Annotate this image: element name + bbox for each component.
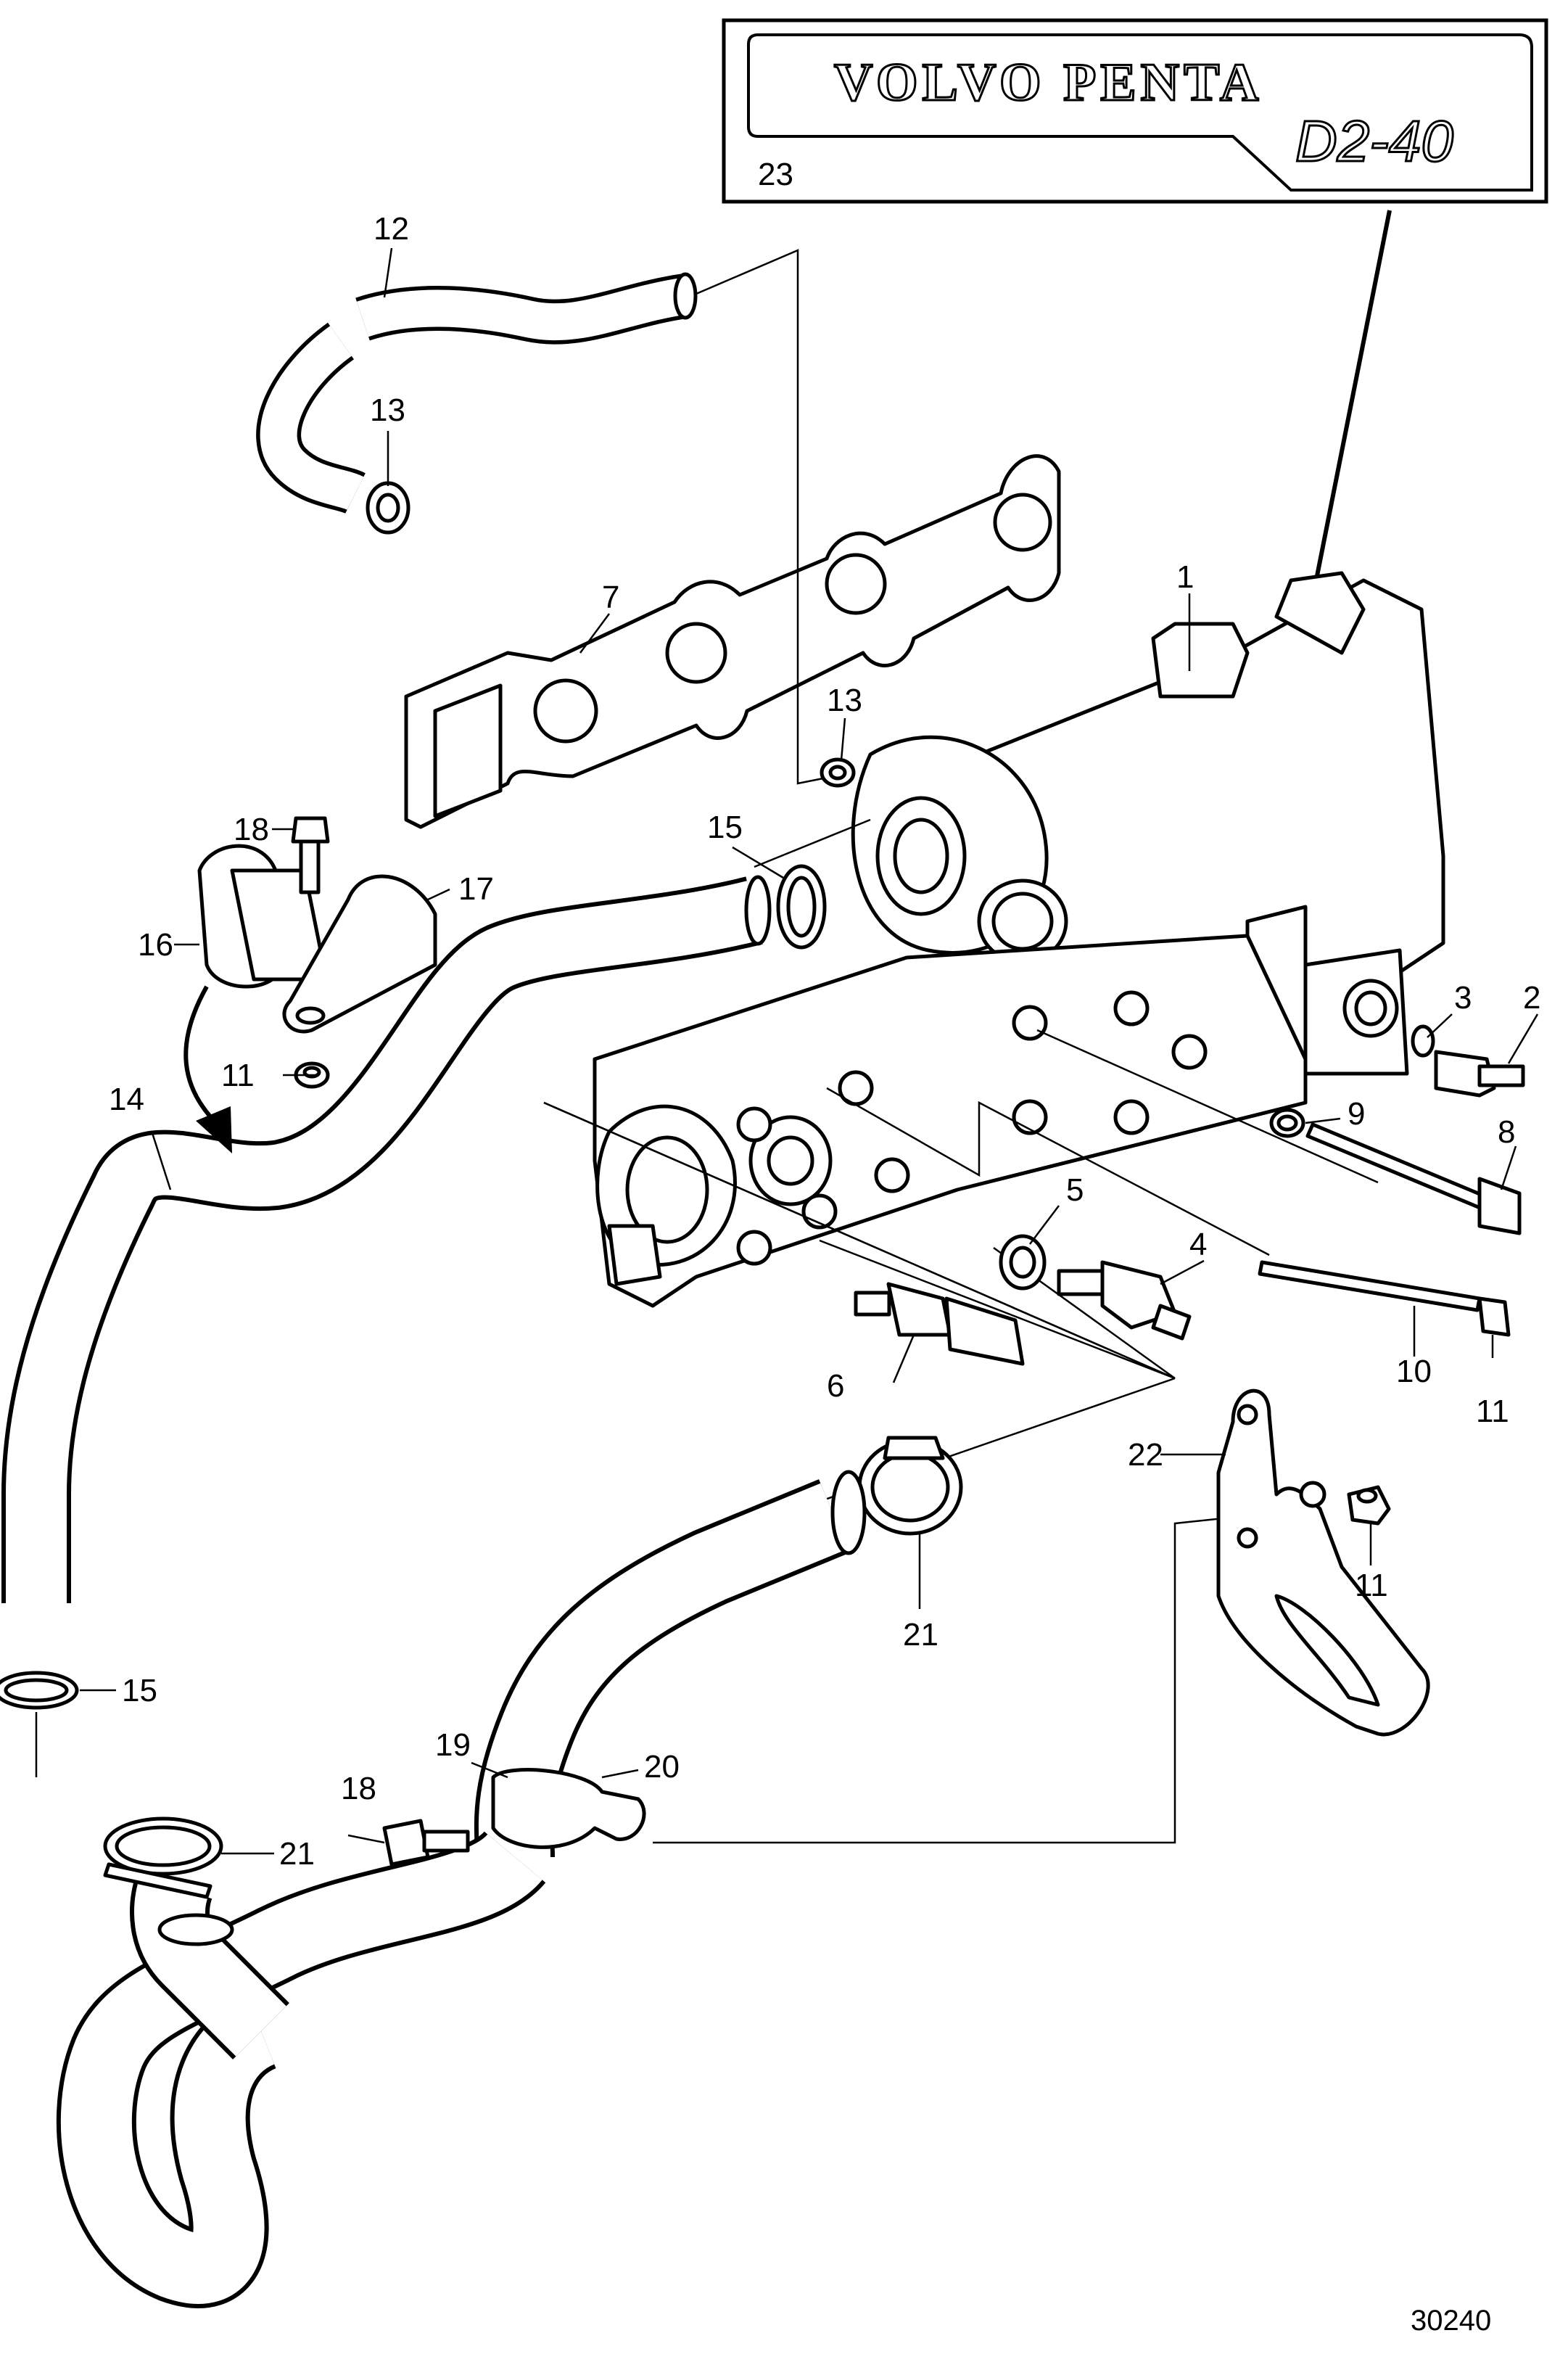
- callout-11-bracket: 11: [1355, 1568, 1388, 1603]
- clamp-15-lower: [0, 1671, 79, 1777]
- callout-16: 16: [138, 927, 173, 963]
- callout-21-upper: 21: [903, 1617, 938, 1653]
- clamp-13-upper: [366, 481, 410, 535]
- gasket-7: [404, 454, 1061, 829]
- callout-9: 9: [1348, 1096, 1365, 1132]
- leader-lines: [543, 249, 1389, 1844]
- callout-18-upper: 18: [234, 812, 269, 847]
- washer-3: [1411, 1024, 1435, 1058]
- hose-14: [1, 875, 772, 1603]
- callout-12: 12: [374, 211, 409, 247]
- callout-7: 7: [602, 580, 619, 615]
- stud-10: [1258, 1260, 1482, 1312]
- sensor-2: [1434, 1050, 1525, 1098]
- bolt-8: [1305, 1122, 1522, 1235]
- nameplate-model: D2-40: [1295, 109, 1453, 173]
- nut-11-right: [1477, 1296, 1511, 1337]
- washer-5: [999, 1234, 1047, 1291]
- bracket-22: [1216, 1388, 1430, 1737]
- callout-15-upper: 15: [707, 810, 743, 845]
- clamp-19: [491, 1768, 646, 1849]
- pipe-20: [56, 1470, 867, 2308]
- callout-5: 5: [1066, 1172, 1084, 1208]
- callout-22: 22: [1128, 1437, 1163, 1473]
- nameplate-frame: [722, 18, 1548, 204]
- callout-1: 1: [1176, 559, 1194, 595]
- clamp-21-upper: [857, 1436, 963, 1536]
- bracket-16-17: [197, 844, 437, 1034]
- callout-19: 19: [435, 1727, 471, 1763]
- callout-3: 3: [1454, 980, 1472, 1016]
- bolt-18-lower: [382, 1819, 470, 1867]
- callout-13-lower: 13: [827, 683, 862, 718]
- clamp-21-lower: [103, 1816, 234, 1946]
- curved-arrow: [183, 985, 232, 1153]
- lower-housing: [593, 934, 1308, 1308]
- callout-8: 8: [1498, 1114, 1515, 1150]
- callout-6: 6: [827, 1368, 844, 1404]
- washer-9: [1269, 1108, 1305, 1138]
- callout-18-lower: 18: [341, 1771, 376, 1806]
- callout-11-right: 11: [1476, 1394, 1509, 1429]
- exhaust-manifold: [851, 571, 1445, 1083]
- callout-11-left: 11: [221, 1058, 255, 1093]
- hose-12: [256, 272, 698, 514]
- callout-23: 23: [758, 157, 793, 192]
- callout-10: 10: [1396, 1354, 1432, 1389]
- clamp-15-upper: [776, 864, 827, 950]
- nameplate-brand: VOLVO PENTA: [834, 53, 1263, 112]
- clamp-13-lower: [820, 757, 856, 788]
- callout-17: 17: [458, 871, 494, 907]
- nut-11-bracket: [1347, 1485, 1391, 1526]
- callout-4: 4: [1189, 1227, 1207, 1262]
- callout-15-lower: 15: [122, 1673, 157, 1708]
- sensor-4: [1057, 1260, 1192, 1341]
- figure-number: 30240: [1411, 2305, 1491, 2337]
- callout-20: 20: [644, 1749, 680, 1785]
- callout-13-upper: 13: [370, 392, 405, 428]
- bolt-18-upper: [291, 816, 330, 894]
- callout-2: 2: [1523, 980, 1540, 1016]
- callout-14: 14: [109, 1082, 144, 1117]
- callout-21-lower: 21: [279, 1836, 315, 1872]
- callout-leaders: [80, 247, 1539, 1855]
- sensor-6: [854, 1282, 1025, 1366]
